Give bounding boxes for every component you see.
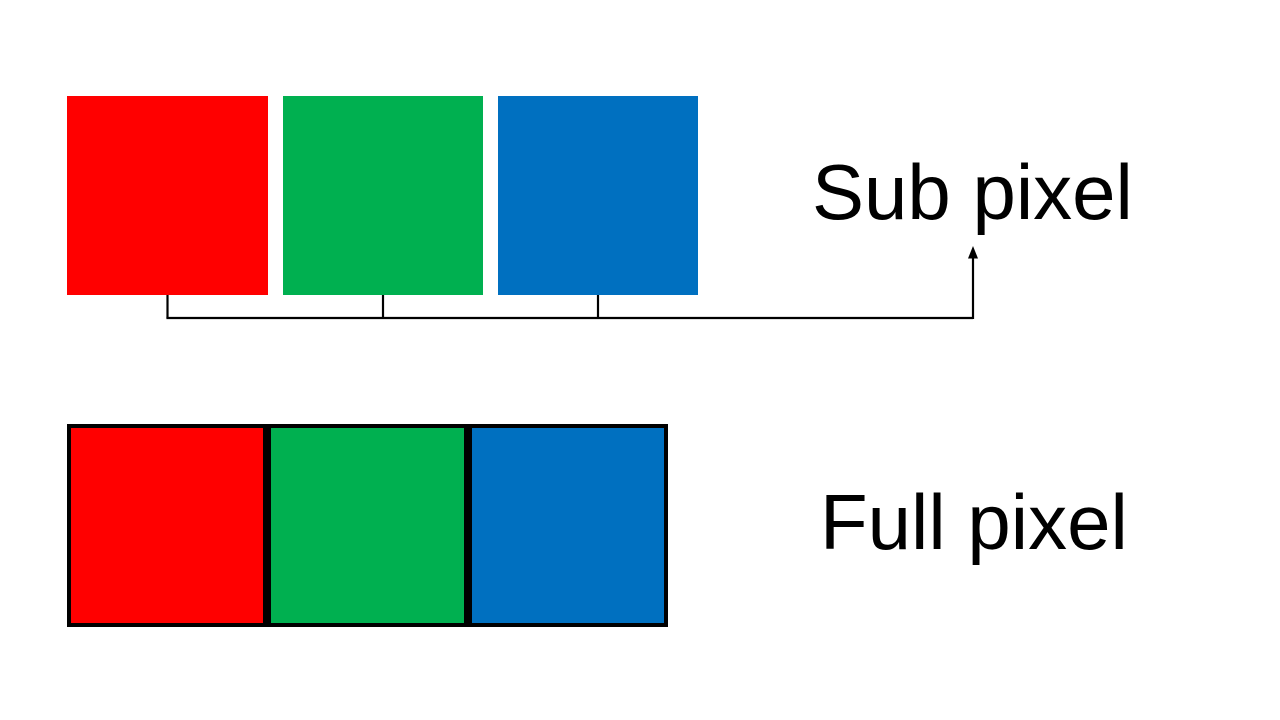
sub-pixel-green-square: [283, 96, 483, 295]
sub-pixel-blue-square: [498, 96, 698, 295]
full-pixel-red-cell: [67, 424, 268, 627]
full-pixel-group: [67, 424, 668, 627]
full-pixel-green-cell: [267, 424, 468, 627]
sub-pixel-red-square: [67, 96, 268, 295]
sub-pixel-label: Sub pixel: [812, 148, 1133, 236]
full-pixel-label: Full pixel: [820, 478, 1128, 566]
full-pixel-blue-cell: [467, 424, 668, 627]
up-arrowhead-icon: [968, 246, 978, 259]
